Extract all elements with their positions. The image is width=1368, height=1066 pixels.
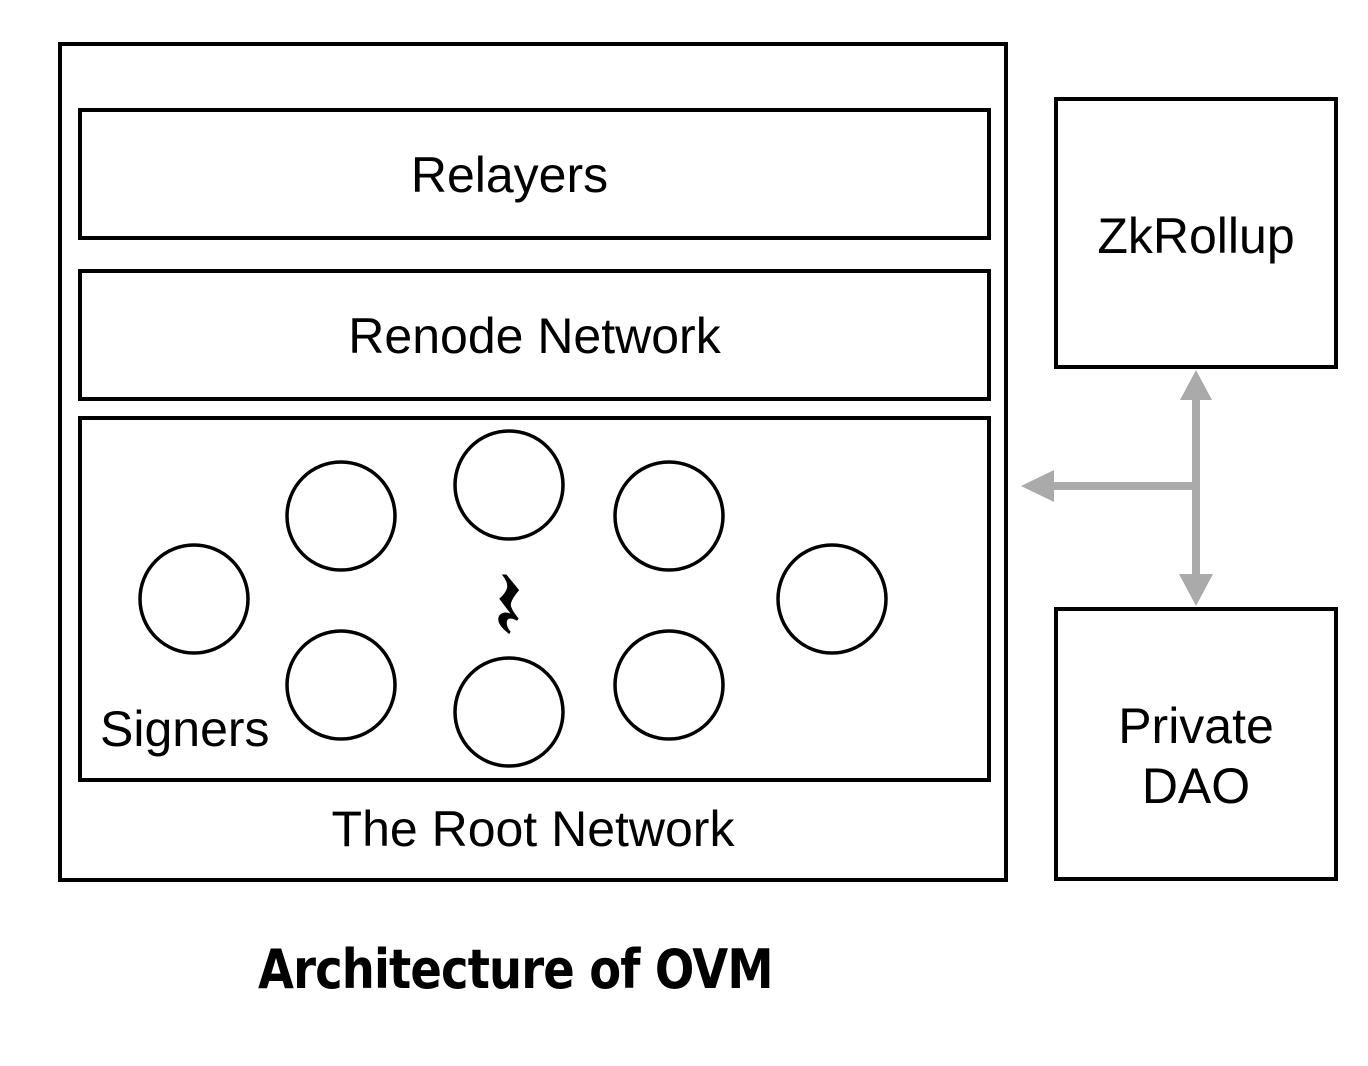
arrow-up-icon: [1180, 370, 1212, 400]
private-dao-label-line1: Private: [1118, 698, 1274, 754]
arrow-down-icon: [1179, 574, 1213, 606]
renode-network-label: Renode Network: [348, 308, 721, 364]
signers-label: Signers: [100, 701, 270, 757]
renode-network-box: Renode Network: [78, 269, 991, 401]
signers-box: Signers: [78, 416, 991, 782]
zkrollup-label: ZkRollup: [1097, 208, 1295, 264]
connector-arrows: [1021, 370, 1213, 606]
root-network-label: The Root Network: [331, 801, 735, 857]
arrow-left-icon: [1021, 470, 1054, 502]
zkrollup-box: ZkRollup: [1054, 97, 1338, 369]
private-dao-label-line2: DAO: [1141, 758, 1251, 814]
relayers-label: Relayers: [410, 147, 609, 203]
private-dao-box: Private DAO: [1054, 607, 1338, 881]
relayers-box: Relayers: [78, 108, 991, 240]
diagram-caption: Architecture of OVM: [258, 938, 774, 1001]
